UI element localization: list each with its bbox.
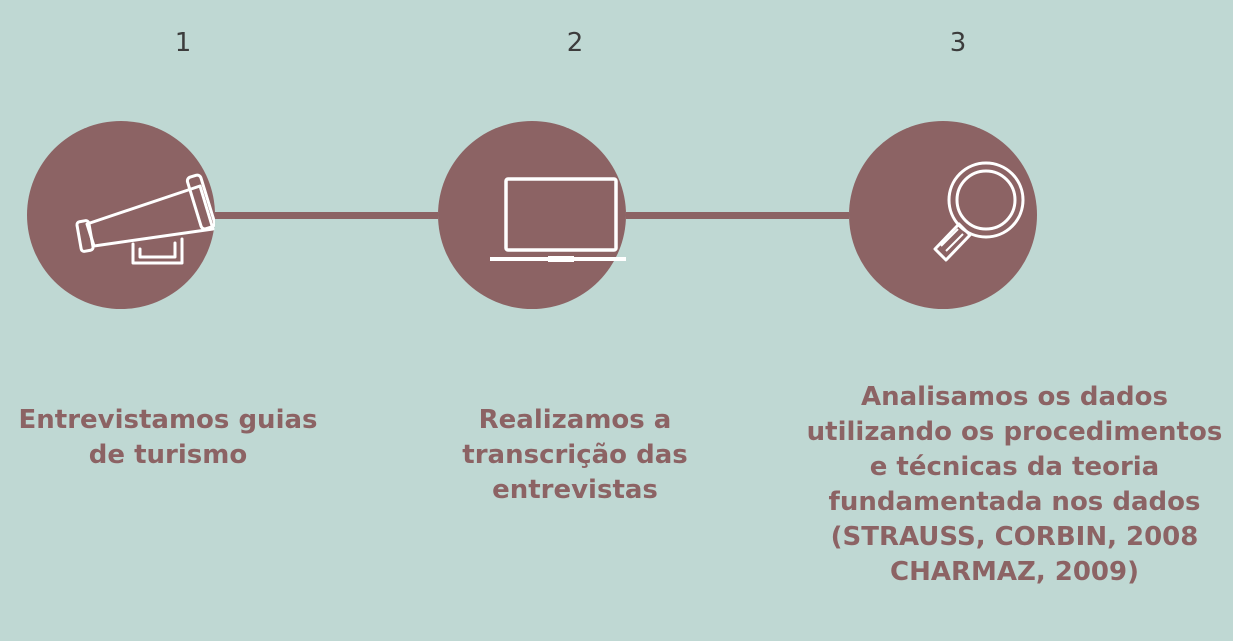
step-3-circle <box>849 121 1037 309</box>
connector-line-2-3 <box>626 212 849 219</box>
step-2-circle <box>438 121 626 309</box>
step-2-number: 2 <box>566 28 584 58</box>
step-1-description: Entrevistamos guias de turismo <box>18 405 318 470</box>
laptop-icon <box>490 177 626 262</box>
step-2-description: Realizamos a transcrição das entrevistas <box>462 405 688 505</box>
step-3-number: 3 <box>949 28 967 58</box>
magnifying-glass-icon <box>933 161 1025 262</box>
connector-line-1-2 <box>215 212 438 219</box>
megaphone-icon <box>75 173 215 265</box>
step-1-circle <box>27 121 215 309</box>
step-3-description: Analisamos os dados utilizando os proced… <box>806 382 1223 587</box>
step-1-number: 1 <box>174 28 192 58</box>
